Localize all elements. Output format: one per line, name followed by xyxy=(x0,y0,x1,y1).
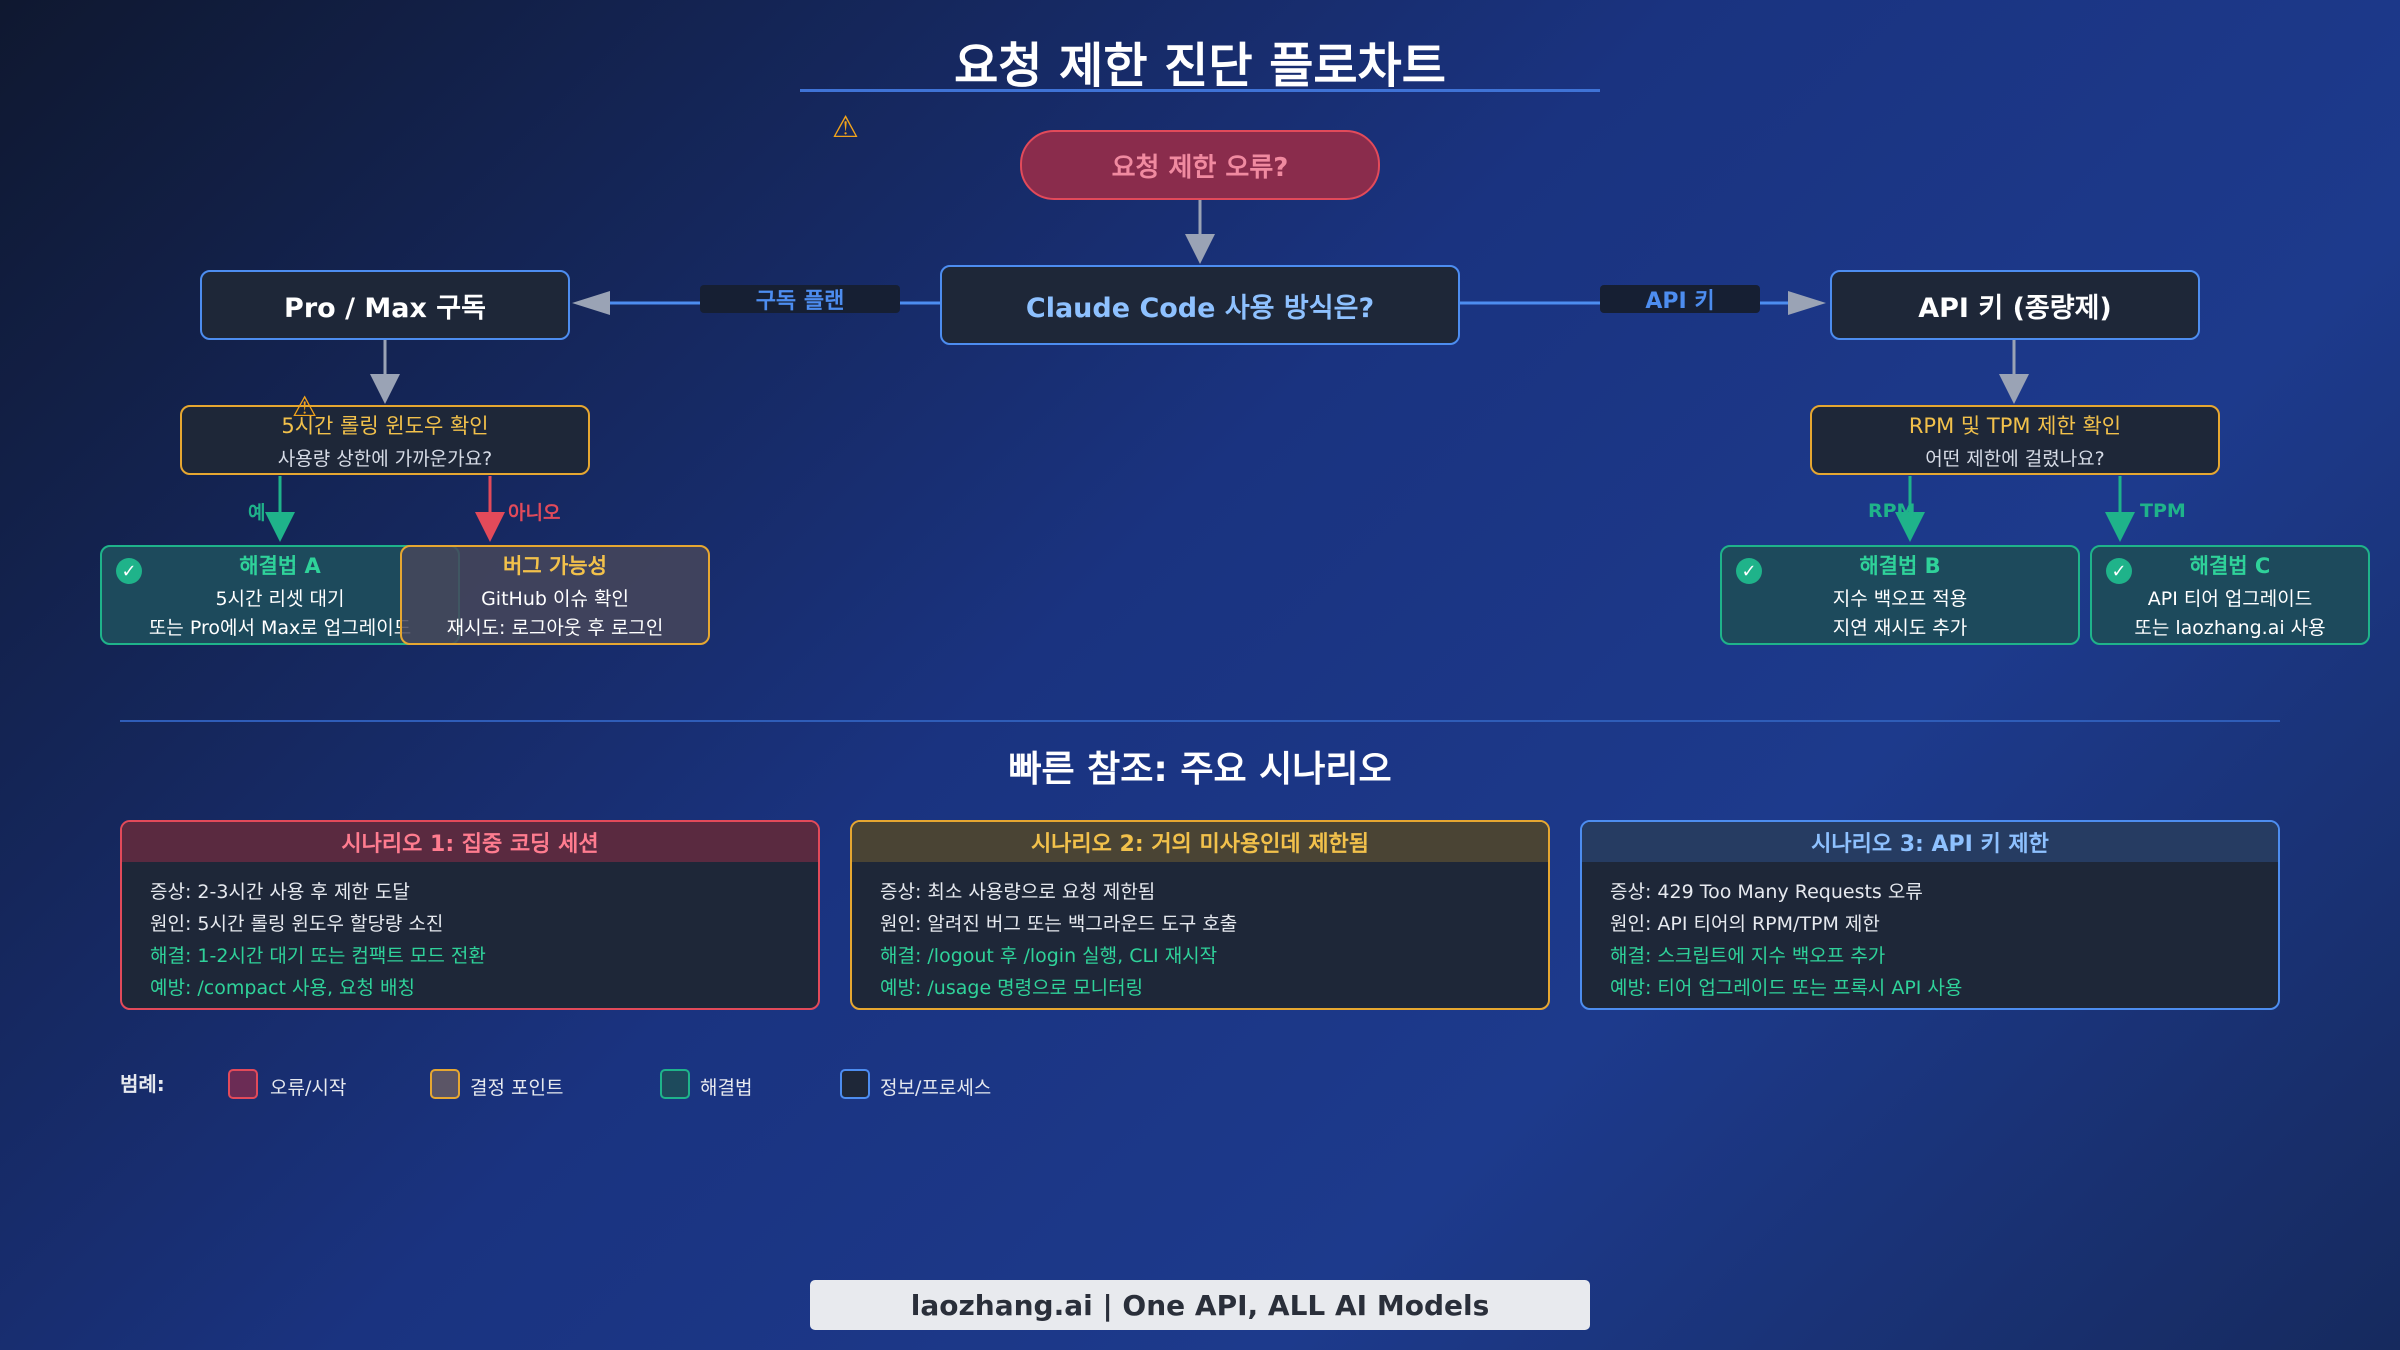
scenario-2-prevent: 예방: /usage 명령으로 모니터링 xyxy=(880,977,1144,999)
pro-max-node: Pro / Max 구독 xyxy=(200,270,570,340)
page-title: 요청 제한 진단 플로차트 xyxy=(954,38,1446,94)
legend-swatch-info xyxy=(840,1069,870,1099)
check-icon: ✓ xyxy=(1736,558,1762,584)
edge-label-subscription: 구독 플랜 xyxy=(700,285,900,314)
edge-label-yes: 예 xyxy=(248,502,266,524)
scenario-1-title: 시나리오 1: 집중 코딩 세션 xyxy=(122,822,818,862)
solution-b-node: 해결법 B 지수 백오프 적용 지연 재시도 추가 xyxy=(1720,545,2080,645)
api-key-node: API 키 (종량제) xyxy=(1830,270,2200,340)
edge-label-tpm: TPM xyxy=(2140,500,2186,522)
sol-c-line1: API 티어 업그레이드 xyxy=(2147,588,2313,610)
scenario-2-fix: 해결: /logout 후 /login 실행, CLI 재시작 xyxy=(880,945,1218,967)
edge-label-rpm: RPM xyxy=(1868,500,1916,522)
start-node: 요청 제한 오류? xyxy=(1020,130,1380,200)
check-window-sub: 사용량 상한에 가까운가요? xyxy=(277,447,493,470)
api-label: API 키 (종량제) xyxy=(1918,292,2112,324)
edge-question-pro-head xyxy=(572,291,610,315)
scenario-2-title: 시나리오 2: 거의 미사용인데 제한됨 xyxy=(852,822,1548,862)
check-window-title: 5시간 롤링 윈도우 확인 xyxy=(281,413,489,438)
usage-question-node: Claude Code 사용 방식은? xyxy=(940,265,1460,345)
scenario-3-fix: 해결: 스크립트에 지수 백오프 추가 xyxy=(1610,945,1886,967)
scenario-1-fix: 해결: 1-2시간 대기 또는 컴팩트 모드 전환 xyxy=(150,945,486,967)
sol-c-title: 해결법 C xyxy=(2189,554,2271,578)
sol-a-line2: 또는 Pro에서 Max로 업그레이드 xyxy=(148,617,412,639)
scenario-1-prevent: 예방: /compact 사용, 요청 배칭 xyxy=(150,977,416,999)
warning-icon-small: ⚠ xyxy=(292,390,318,423)
scenario-card-1: 시나리오 1: 집중 코딩 세션 증상: 2-3시간 사용 후 제한 도달 원인… xyxy=(120,820,820,1010)
sol-c-line2: 또는 laozhang.ai 사용 xyxy=(2134,617,2326,639)
possible-bug-node: 버그 가능성 GitHub 이슈 확인 재시도: 로그아웃 후 로그인 xyxy=(400,545,710,645)
scenario-2-cause: 원인: 알려진 버그 또는 백그라운드 도구 호출 xyxy=(880,913,1238,935)
rolling-window-check-node: 5시간 롤링 윈도우 확인 사용량 상한에 가까운가요? xyxy=(180,405,590,475)
scenario-3-symptom: 증상: 429 Too Many Requests 오류 xyxy=(1610,881,1923,903)
pro-label: Pro / Max 구독 xyxy=(284,292,486,324)
scenario-card-3: 시나리오 3: API 키 제한 증상: 429 Too Many Reques… xyxy=(1580,820,2280,1010)
edge-question-api-head xyxy=(1788,291,1826,315)
edge-label-no: 아니오 xyxy=(508,502,561,524)
sol-b-line1: 지수 백오프 적용 xyxy=(1832,588,1968,610)
warning-icon: ⚠ xyxy=(832,110,859,145)
scenario-3-prevent: 예방: 티어 업그레이드 또는 프록시 API 사용 xyxy=(1610,977,1963,999)
check-rpm-sub: 어떤 제한에 걸렸나요? xyxy=(1925,447,2105,470)
legend-swatch-error xyxy=(228,1069,258,1099)
edge-label-api-key: API 키 xyxy=(1600,285,1760,314)
scenario-1-cause: 원인: 5시간 롤링 윈도우 할당량 소진 xyxy=(150,913,444,935)
legend-label-info: 정보/프로세스 xyxy=(880,1077,992,1099)
bug-title: 버그 가능성 xyxy=(503,554,607,578)
scenario-3-title: 시나리오 3: API 키 제한 xyxy=(1582,822,2278,862)
footer-banner: laozhang.ai | One API, ALL AI Models xyxy=(810,1280,1590,1330)
legend-label-error: 오류/시작 xyxy=(270,1077,347,1099)
quickref-title: 빠른 참조: 주요 시나리오 xyxy=(1008,749,1392,790)
sol-a-title: 해결법 A xyxy=(239,554,321,578)
sol-b-line2: 지연 재시도 추가 xyxy=(1832,617,1968,639)
check-icon: ✓ xyxy=(116,558,142,584)
legend-label-solution: 해결법 xyxy=(700,1077,753,1099)
bug-line2: 재시도: 로그아웃 후 로그인 xyxy=(446,617,664,639)
title-underline xyxy=(800,89,1600,92)
check-rpm-title: RPM 및 TPM 제한 확인 xyxy=(1908,413,2122,438)
question-label: Claude Code 사용 방식은? xyxy=(1025,292,1375,324)
start-label: 요청 제한 오류? xyxy=(1111,152,1289,183)
scenario-2-symptom: 증상: 최소 사용량으로 요청 제한됨 xyxy=(880,881,1156,903)
legend-swatch-decision xyxy=(430,1069,460,1099)
scenario-3-cause: 원인: API 티어의 RPM/TPM 제한 xyxy=(1610,913,1880,935)
scenario-1-symptom: 증상: 2-3시간 사용 후 제한 도달 xyxy=(150,881,410,903)
check-icon: ✓ xyxy=(2106,558,2132,584)
solution-c-node: 해결법 C API 티어 업그레이드 또는 laozhang.ai 사용 xyxy=(2090,545,2370,645)
rpm-tpm-check-node: RPM 및 TPM 제한 확인 어떤 제한에 걸렸나요? xyxy=(1810,405,2220,475)
sol-a-line1: 5시간 리셋 대기 xyxy=(215,588,345,610)
sol-b-title: 해결법 B xyxy=(1859,554,1941,578)
legend-label-decision: 결정 포인트 xyxy=(470,1077,564,1099)
scenario-card-2: 시나리오 2: 거의 미사용인데 제한됨 증상: 최소 사용량으로 요청 제한됨… xyxy=(850,820,1550,1010)
bug-line1: GitHub 이슈 확인 xyxy=(481,588,629,610)
legend-swatch-solution xyxy=(660,1069,690,1099)
legend-title: 범례: xyxy=(120,1072,165,1096)
